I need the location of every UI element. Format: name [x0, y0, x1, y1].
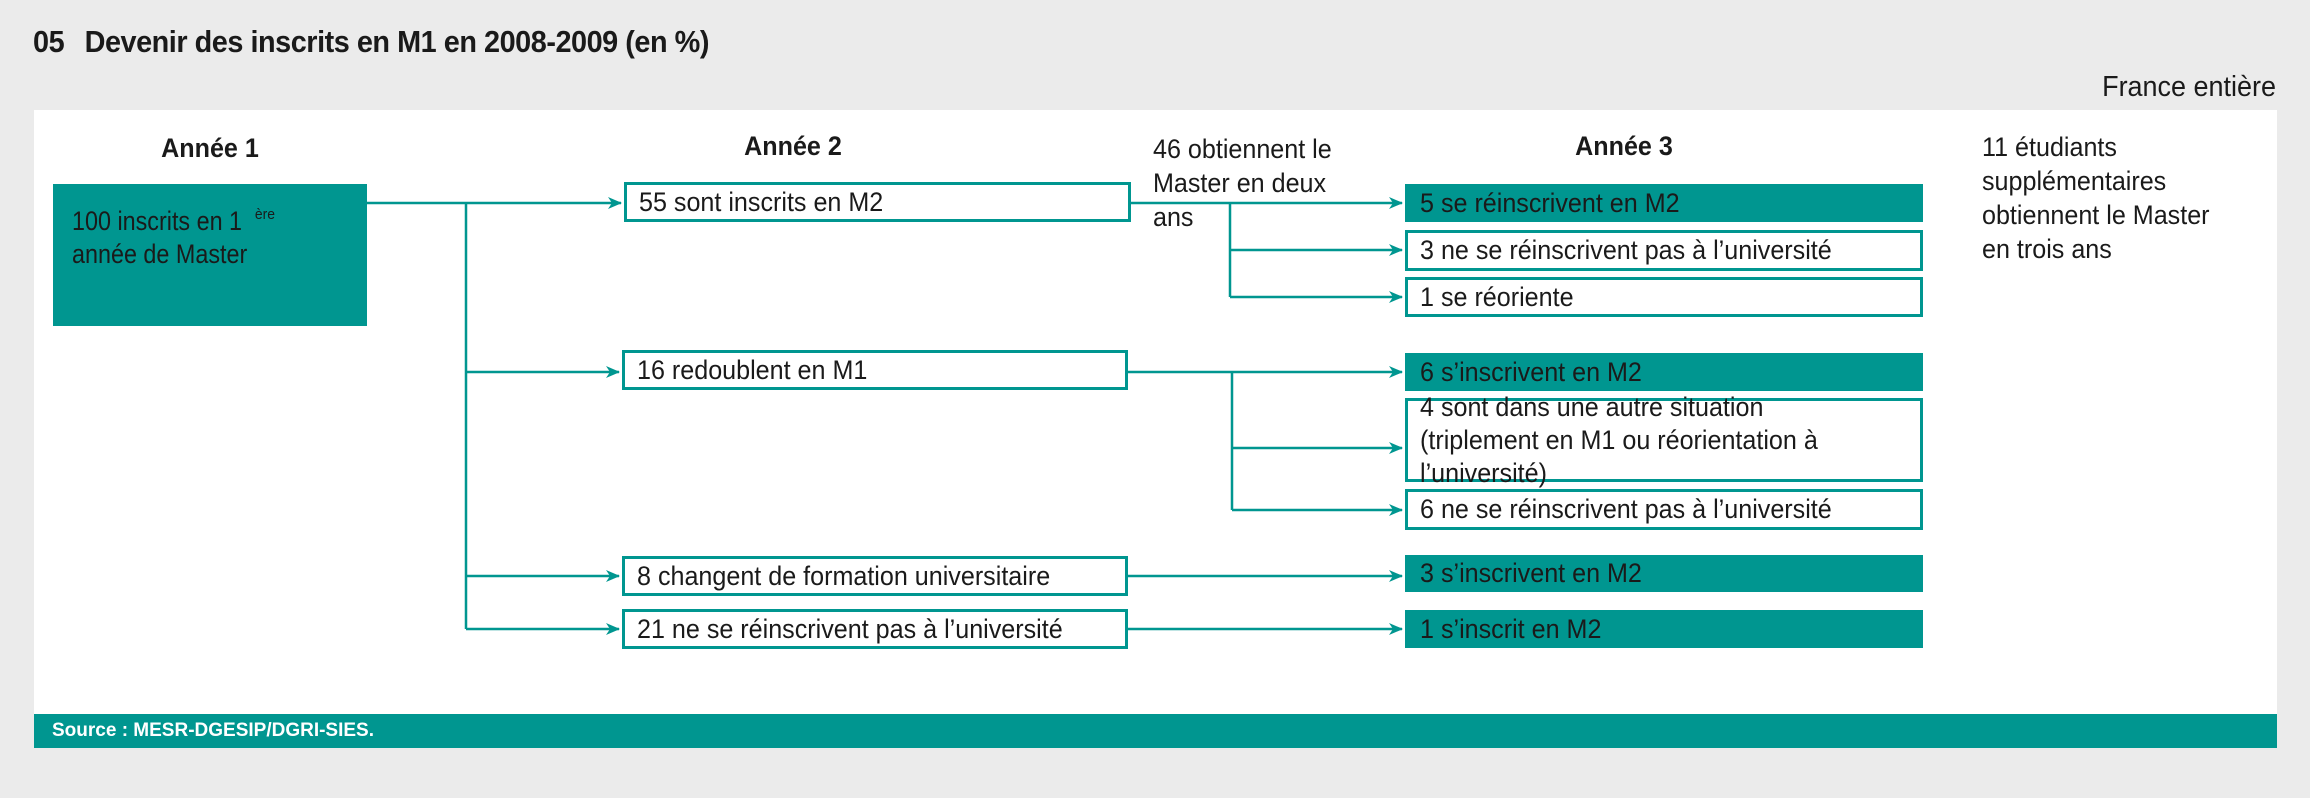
year3-box-m2-reoriente: 1 se réoriente [1405, 277, 1923, 317]
source-footer: Source : MESR-DGESIP/DGRI-SIES. [34, 714, 2277, 748]
column-heading-year1: Année 1 [161, 133, 259, 163]
start-line2: année de Master [72, 239, 248, 269]
year3-box-m2-reinscrit: 5 se réinscrivent en M2 [1405, 184, 1923, 222]
scope-label: France entière [2102, 71, 2276, 103]
start-line1-superscript: ère [254, 206, 276, 223]
year2-box-m2: 55 sont inscrits en M2 [624, 182, 1131, 222]
year3-box-leave-m2: 1 s’inscrit en M2 [1405, 610, 1923, 648]
column-heading-year2: Année 2 [744, 131, 842, 161]
year2-box-change-formation: 8 changent de formation universitaire [622, 556, 1128, 596]
figure-title: 05 Devenir des inscrits en M1 en 2008-200… [33, 24, 709, 60]
start-line1: 100 inscrits en 1 [72, 206, 243, 236]
year2-box-leave-university: 21 ne se réinscrivent pas à l’université [622, 609, 1128, 649]
year3-box-redouble-m2: 6 s’inscrivent en M2 [1405, 353, 1923, 391]
year2-box-redouble: 16 redoublent en M1 [622, 350, 1128, 390]
figure-title-text: Devenir des inscrits en M1 en 2008-2009 … [84, 24, 710, 59]
year3-box-redouble-not-reinscrit: 6 ne se réinscrivent pas à l’université [1405, 489, 1923, 530]
figure-number: 05 [33, 24, 65, 59]
start-box-inscrits-m1: 100 inscrits en 1 ère année de Master [53, 184, 367, 326]
year3-box-redouble-autre-situation: 4 sont dans une autre situation (triplem… [1405, 392, 1923, 488]
column-heading-year3: Année 3 [1575, 131, 1673, 161]
note-master-three-years: 11 étudiants supplémentaires obtiennent … [1982, 132, 2210, 264]
note-master-two-years: 46 obtiennent le Master en deux ans [1153, 134, 1332, 232]
year3-box-m2-not-reinscrit: 3 ne se réinscrivent pas à l’université [1405, 230, 1923, 271]
year3-box-change-m2: 3 s’inscrivent en M2 [1405, 555, 1923, 592]
